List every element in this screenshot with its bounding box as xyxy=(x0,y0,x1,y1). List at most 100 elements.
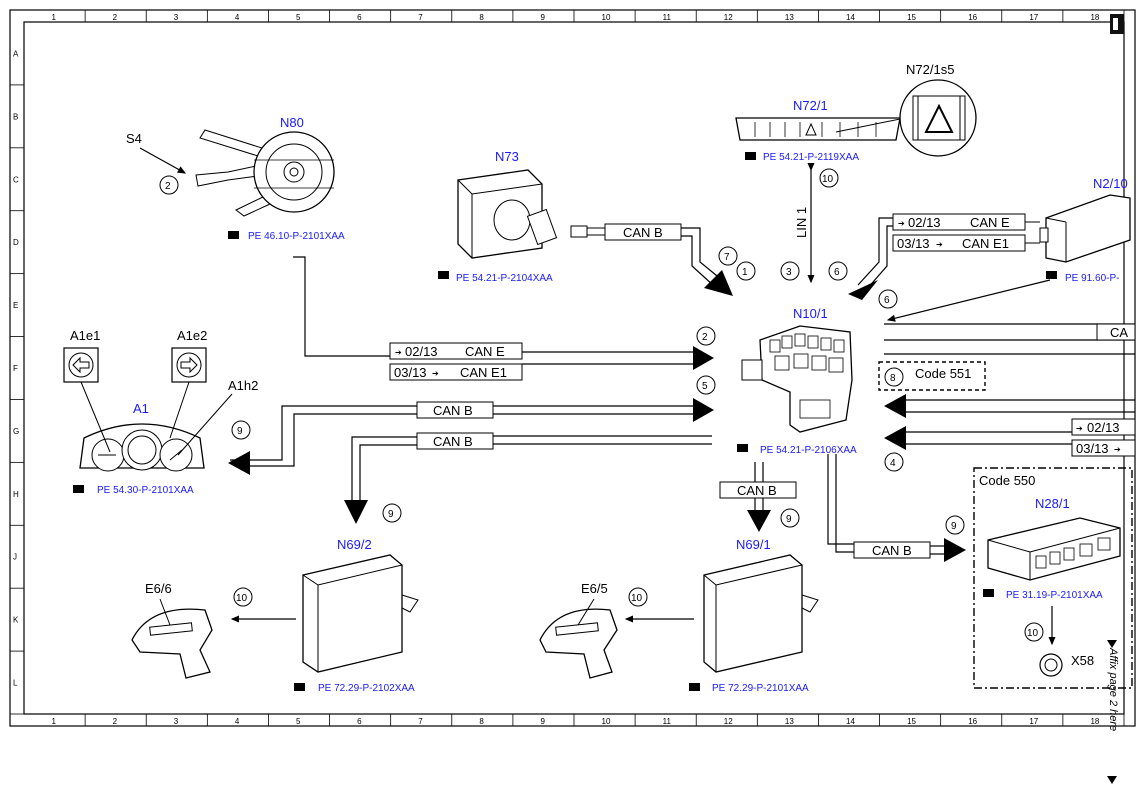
grid-column-label: 12 xyxy=(724,717,733,726)
can-e1-label-n80: CAN E1 xyxy=(460,365,507,380)
grid-column-label: 13 xyxy=(785,717,794,726)
can-e-label-n2-10: CAN E xyxy=(970,215,1010,230)
page-tab-icon xyxy=(1110,14,1124,34)
ref-n10-1[interactable]: PE 54.21-P-2106XAA xyxy=(760,445,857,456)
grid-column-label: 15 xyxy=(907,13,916,22)
can-b-n69-2: CAN B 9 xyxy=(344,432,712,524)
date-0313-n80: 03/13 xyxy=(394,365,427,380)
component-e6-6: E6/6 xyxy=(131,581,213,679)
svg-text:8: 8 xyxy=(890,373,896,384)
label-n69-1: N69/1 xyxy=(736,537,771,552)
label-n2-10: N2/10 xyxy=(1093,176,1128,191)
svg-text:7: 7 xyxy=(724,252,730,263)
ref-n73[interactable]: PE 54.21-P-2104XAA xyxy=(456,273,553,284)
svg-text:10: 10 xyxy=(822,174,834,185)
grid-column-label: 5 xyxy=(296,13,301,22)
can-b-label-n69-2: CAN B xyxy=(433,434,473,449)
can-e-n80: ➔ 02/13 CAN E 03/13 ➔ CAN E1 2 xyxy=(293,256,716,381)
svg-text:➔: ➔ xyxy=(395,348,402,357)
svg-text:1: 1 xyxy=(742,267,748,278)
grid-column-label: 18 xyxy=(1090,717,1099,726)
can-b-n73: CAN B 7 1 xyxy=(570,223,756,296)
label-x58: X58 xyxy=(1071,653,1094,668)
grid-column-label: 3 xyxy=(174,13,179,22)
can-e-from-n2-10: ➔ 02/13 CAN E 03/13 ➔ CAN E1 6 xyxy=(828,213,1040,300)
label-n80: N80 xyxy=(280,115,304,130)
can-b-label-n28-1: CAN B xyxy=(872,543,912,558)
component-n69-1: N69/1 PE 72.29-P-2101XAA 10 xyxy=(624,537,819,694)
can-b-a1: CAN B 5 9 xyxy=(228,375,716,475)
component-n80: S4 2 N80 PE 46.10-P-2101XAA xyxy=(126,115,345,242)
grid-row-label: C xyxy=(13,175,19,184)
can-b-label-n73: CAN B xyxy=(623,225,663,240)
grid-column-label: 1 xyxy=(52,13,57,22)
label-a1h2: A1h2 xyxy=(228,378,258,393)
grid-column-label: 4 xyxy=(235,717,240,726)
drawing-frame: 1122334455667788991010111112121313141415… xyxy=(9,9,1136,727)
lin1-connection: LIN 1 3 xyxy=(780,162,815,284)
grid-column-label: 4 xyxy=(235,13,240,22)
label-a1e1: A1e1 xyxy=(70,328,100,343)
date-0213-n80: 02/13 xyxy=(405,344,438,359)
ref-n69-1[interactable]: PE 72.29-P-2101XAA xyxy=(712,683,809,694)
ref-n28-1[interactable]: PE 31.19-P-2101XAA xyxy=(1006,590,1103,601)
label-n10-1: N10/1 xyxy=(793,306,828,321)
grid-column-label: 8 xyxy=(479,13,484,22)
svg-text:➔: ➔ xyxy=(1076,424,1083,433)
grid-column-label: 10 xyxy=(602,13,611,22)
grid-column-label: 6 xyxy=(357,717,362,726)
grid-row-label: F xyxy=(13,364,18,373)
grid-column-label: 7 xyxy=(418,13,423,22)
svg-text:➔: ➔ xyxy=(936,240,943,249)
grid-column-label: 16 xyxy=(968,13,977,22)
grid-column-label: 18 xyxy=(1090,13,1099,22)
ref-a1[interactable]: PE 54.30-P-2101XAA xyxy=(97,485,194,496)
label-n28-1: N28/1 xyxy=(1035,496,1070,511)
grid-column-label: 17 xyxy=(1029,13,1038,22)
component-n10-1: N10/1 PE 54.21-P-2106XAA xyxy=(737,306,857,456)
grid-column-label: 15 xyxy=(907,717,916,726)
can-b-label-a1: CAN B xyxy=(433,403,473,418)
ref-n80[interactable]: PE 46.10-P-2101XAA xyxy=(248,231,345,242)
lin1-label: LIN 1 xyxy=(794,207,809,238)
grid-row-label: K xyxy=(13,616,19,625)
grid-row-label: D xyxy=(13,238,19,247)
can-b-n69-1: CAN B 9 xyxy=(719,462,800,532)
component-n72-1: N72/1 N72/1s5 PE 54.21-P-2119XAA 10 xyxy=(735,62,977,188)
code-550-box: Code 550 N28/1 PE 31.19-P-2101XAA 10 X58 xyxy=(973,467,1133,689)
label-n73: N73 xyxy=(495,149,519,164)
ref-n69-2[interactable]: PE 72.29-P-2102XAA xyxy=(318,683,415,694)
code-551: Code 551 xyxy=(915,366,971,381)
grid-column-label: 16 xyxy=(968,717,977,726)
component-n69-2: N69/2 PE 72.29-P-2102XAA 10 xyxy=(230,537,419,694)
svg-text:10: 10 xyxy=(631,593,643,604)
code-550: Code 550 xyxy=(979,473,1035,488)
grid-column-label: 11 xyxy=(663,717,672,726)
label-n72-1s5: N72/1s5 xyxy=(906,62,954,77)
grid-row-label: E xyxy=(13,301,18,310)
grid-row-label: H xyxy=(13,490,19,499)
svg-text:9: 9 xyxy=(388,509,394,520)
grid-column-label: 2 xyxy=(113,13,118,22)
component-e6-5: E6/5 xyxy=(539,581,618,679)
svg-text:9: 9 xyxy=(786,514,792,525)
svg-text:2: 2 xyxy=(702,332,708,343)
svg-text:6: 6 xyxy=(884,295,890,306)
ref-n2-10[interactable]: PE 91.60-P- xyxy=(1065,273,1119,284)
grid-row-label: J xyxy=(13,553,17,562)
grid-column-label: 2 xyxy=(113,717,118,726)
ref-n72-1[interactable]: PE 54.21-P-2119XAA xyxy=(763,152,859,163)
label-e6-5: E6/5 xyxy=(581,581,608,596)
date-0313-right: 03/13 xyxy=(1076,441,1109,456)
wire-6-to-n10-1: 6 xyxy=(878,279,1051,322)
grid-row-label: A xyxy=(13,49,19,58)
date-0213-n2-10: 02/13 xyxy=(908,215,941,230)
svg-text:10: 10 xyxy=(1027,628,1039,639)
can-b-label-n69-1: CAN B xyxy=(737,483,777,498)
grid-column-label: 10 xyxy=(602,717,611,726)
svg-text:4: 4 xyxy=(890,458,896,469)
can-partial-label: CA xyxy=(1110,325,1128,340)
step-2-s4: 2 xyxy=(165,181,171,192)
svg-text:5: 5 xyxy=(702,381,708,392)
